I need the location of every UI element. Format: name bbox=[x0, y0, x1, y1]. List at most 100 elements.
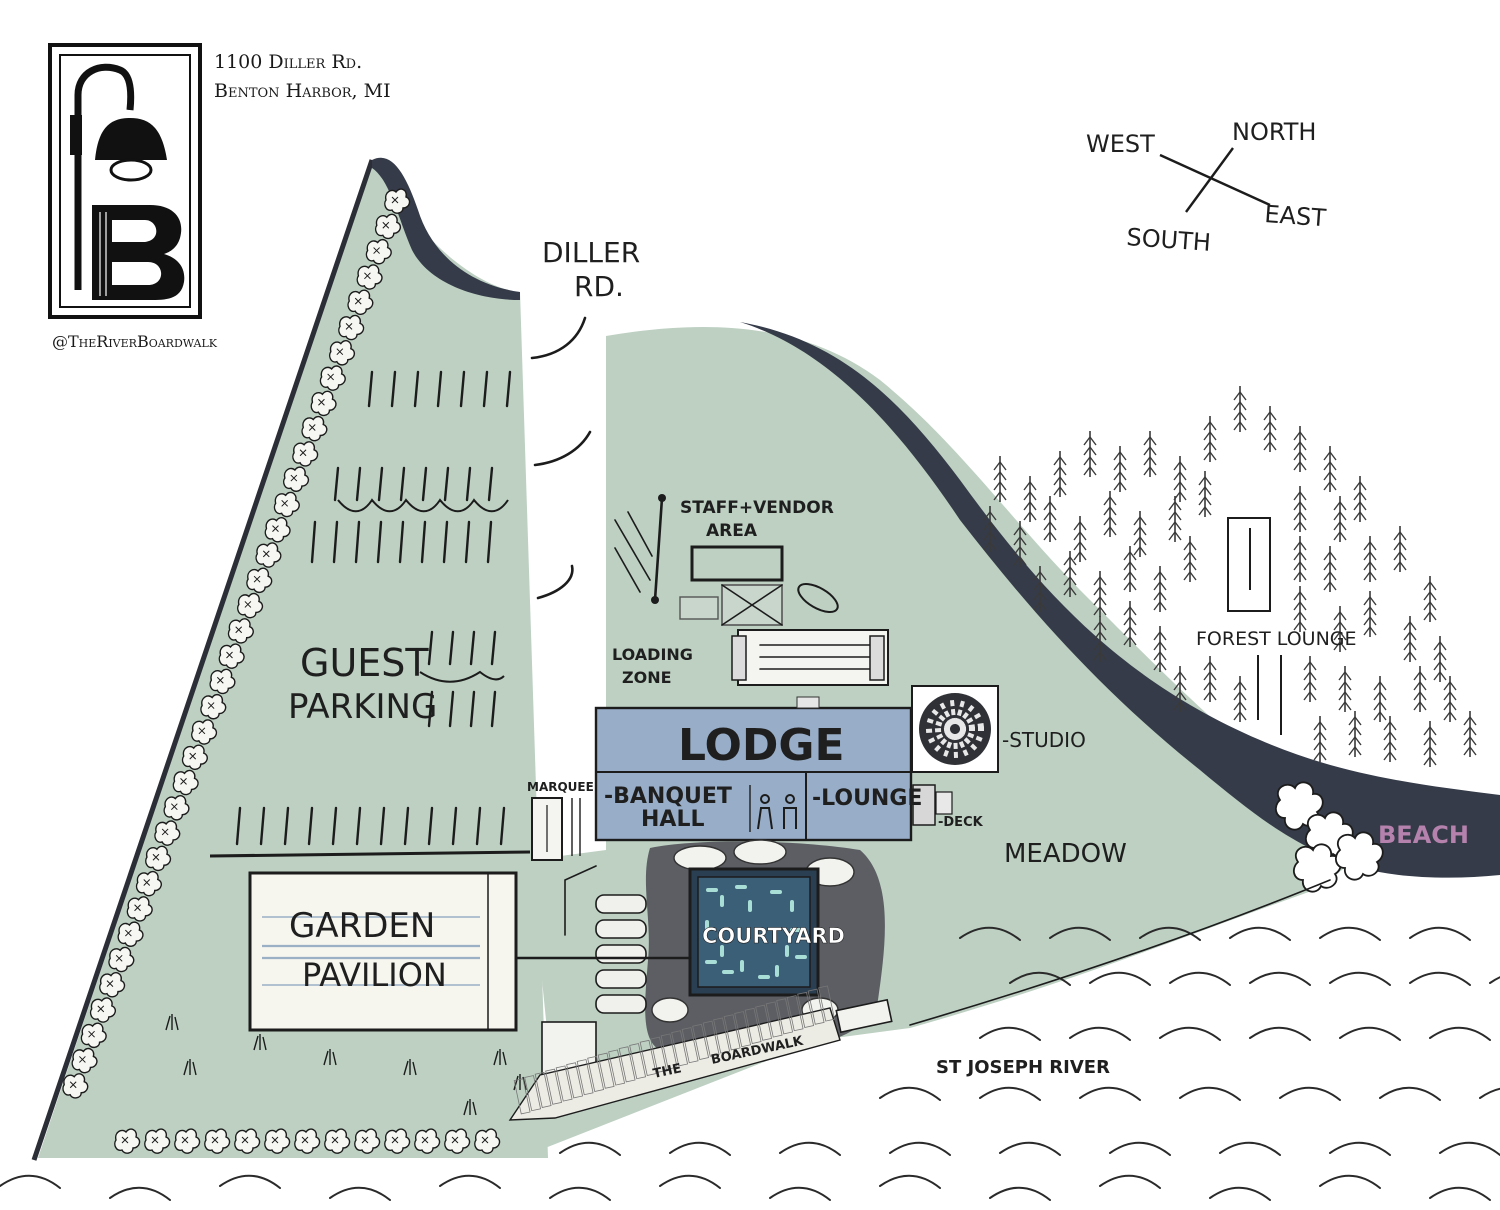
social-handle: @TheRiverBoardwalk bbox=[52, 332, 218, 351]
wave-stroke bbox=[329, 1186, 391, 1201]
parking-stall-mark bbox=[420, 520, 427, 564]
parking-stall-mark bbox=[436, 370, 443, 408]
tree-icon bbox=[1333, 496, 1347, 542]
tree-icon bbox=[1323, 446, 1337, 492]
parking-stall-mark bbox=[443, 466, 450, 502]
hedge-shrub bbox=[117, 921, 144, 947]
hedge-shrub bbox=[154, 820, 181, 846]
hedge-shrub bbox=[218, 643, 245, 669]
tree-icon bbox=[1123, 601, 1137, 647]
staff-vendor-label-1: STAFF+VENDOR bbox=[680, 498, 834, 518]
parking-stall-mark bbox=[307, 806, 314, 846]
parking-stall-mark bbox=[355, 466, 362, 502]
hedge-shrub bbox=[444, 1128, 471, 1154]
tree-icon bbox=[1323, 546, 1337, 592]
tree-icon bbox=[1153, 566, 1167, 612]
grass-tuft bbox=[513, 1074, 527, 1091]
parking-stall-mark bbox=[464, 520, 471, 564]
tree-icon bbox=[983, 506, 997, 552]
wave-stroke bbox=[549, 1186, 611, 1201]
tree-icon bbox=[1173, 456, 1187, 502]
wave-stroke bbox=[1219, 1141, 1281, 1156]
wave-stroke bbox=[1329, 1141, 1391, 1156]
tree-icon bbox=[1393, 526, 1407, 572]
hedge-shrub bbox=[354, 1128, 381, 1154]
wave-stroke bbox=[959, 926, 1021, 941]
hedge-shrub bbox=[163, 795, 190, 821]
grass-tuft bbox=[403, 1059, 417, 1076]
parking-stall-mark bbox=[505, 370, 512, 408]
entrance-arc-3 bbox=[536, 564, 574, 600]
parking-stall-mark bbox=[451, 806, 458, 846]
wave-stroke bbox=[1489, 976, 1500, 984]
parking-stall-mark bbox=[427, 630, 434, 666]
hedge-shrub bbox=[356, 264, 383, 290]
tree-icon bbox=[1233, 386, 1247, 432]
hedge-shrub bbox=[474, 1128, 501, 1154]
hedge-shrub bbox=[80, 1022, 107, 1049]
entrance-arc-1 bbox=[530, 316, 587, 360]
marquee-label: MARQUEE bbox=[527, 780, 594, 794]
parking-stall-mark bbox=[390, 370, 397, 408]
parking-stall-mark bbox=[499, 806, 506, 846]
tree-icon bbox=[1463, 711, 1477, 757]
studio-label: -STUDIO bbox=[1002, 728, 1086, 752]
wave-stroke bbox=[1229, 926, 1291, 941]
wave-stroke bbox=[1089, 971, 1151, 986]
hedge-shrub bbox=[172, 769, 199, 796]
boardwalk-bench bbox=[835, 998, 893, 1034]
wave-stroke bbox=[1249, 1026, 1311, 1041]
parking-stall-mark bbox=[442, 520, 449, 564]
hedge-shrub bbox=[264, 1128, 291, 1154]
tree-icon bbox=[1423, 721, 1437, 767]
hedge-shrub bbox=[324, 1128, 351, 1154]
hedge-shrub bbox=[108, 946, 135, 973]
hedge-shrub bbox=[414, 1128, 441, 1154]
parking-stall-mark bbox=[354, 520, 361, 564]
lodge-label: LODGE bbox=[678, 720, 845, 771]
tree-icon bbox=[1333, 606, 1347, 652]
wave-stroke bbox=[1319, 926, 1381, 941]
west-boundary-line bbox=[31, 159, 375, 1161]
tree-icon bbox=[1168, 496, 1182, 542]
meadow-label: MEADOW bbox=[1004, 839, 1127, 869]
parking-stall-mark bbox=[465, 466, 472, 502]
hedge-shrub bbox=[264, 517, 291, 543]
parking-stall-mark bbox=[379, 806, 386, 846]
river-label: ST JOSEPH RIVER bbox=[936, 1057, 1110, 1078]
hedge-shrub bbox=[328, 340, 356, 366]
boardwalk-the-label: THE bbox=[652, 1061, 683, 1082]
forest-lounge-label: FOREST LOUNGE bbox=[1196, 628, 1357, 650]
parking-stall-mark bbox=[331, 806, 338, 846]
tree-icon bbox=[1383, 716, 1397, 762]
parking-stall-mark bbox=[398, 520, 405, 564]
hedge-shrub bbox=[255, 542, 282, 568]
parking-stall-mark bbox=[259, 806, 266, 846]
beach-label: BEACH bbox=[1378, 821, 1469, 849]
tree-icon bbox=[1153, 626, 1167, 672]
tree-icon bbox=[1203, 656, 1217, 702]
hedge-shrub bbox=[347, 289, 374, 315]
tree-icon bbox=[1203, 416, 1217, 462]
hedge-shrub bbox=[135, 870, 162, 897]
wave-stroke bbox=[559, 1141, 621, 1156]
hedge-shrub bbox=[310, 390, 337, 417]
marquee-sign bbox=[531, 797, 581, 861]
parking-stall-mark bbox=[332, 520, 339, 564]
wave-stroke bbox=[1279, 1086, 1341, 1101]
river-waves bbox=[0, 926, 1500, 1201]
studio-building bbox=[911, 685, 999, 773]
wave-stroke bbox=[779, 1141, 841, 1156]
parking-stall-mark bbox=[448, 690, 455, 728]
tree-icon bbox=[1263, 406, 1277, 452]
parking-stall-mark bbox=[487, 466, 494, 502]
wave-stroke bbox=[669, 1141, 731, 1156]
tree-icon bbox=[1433, 636, 1447, 682]
parking-stall-mark bbox=[310, 520, 317, 564]
parking-stall-mark bbox=[448, 630, 455, 666]
tree-icon bbox=[1183, 536, 1197, 582]
tree-icon bbox=[1373, 676, 1387, 722]
address-line-1: 1100 Diller Rd. bbox=[214, 51, 362, 73]
parking-stall-mark bbox=[403, 806, 410, 846]
hedge-shrub bbox=[273, 491, 300, 518]
